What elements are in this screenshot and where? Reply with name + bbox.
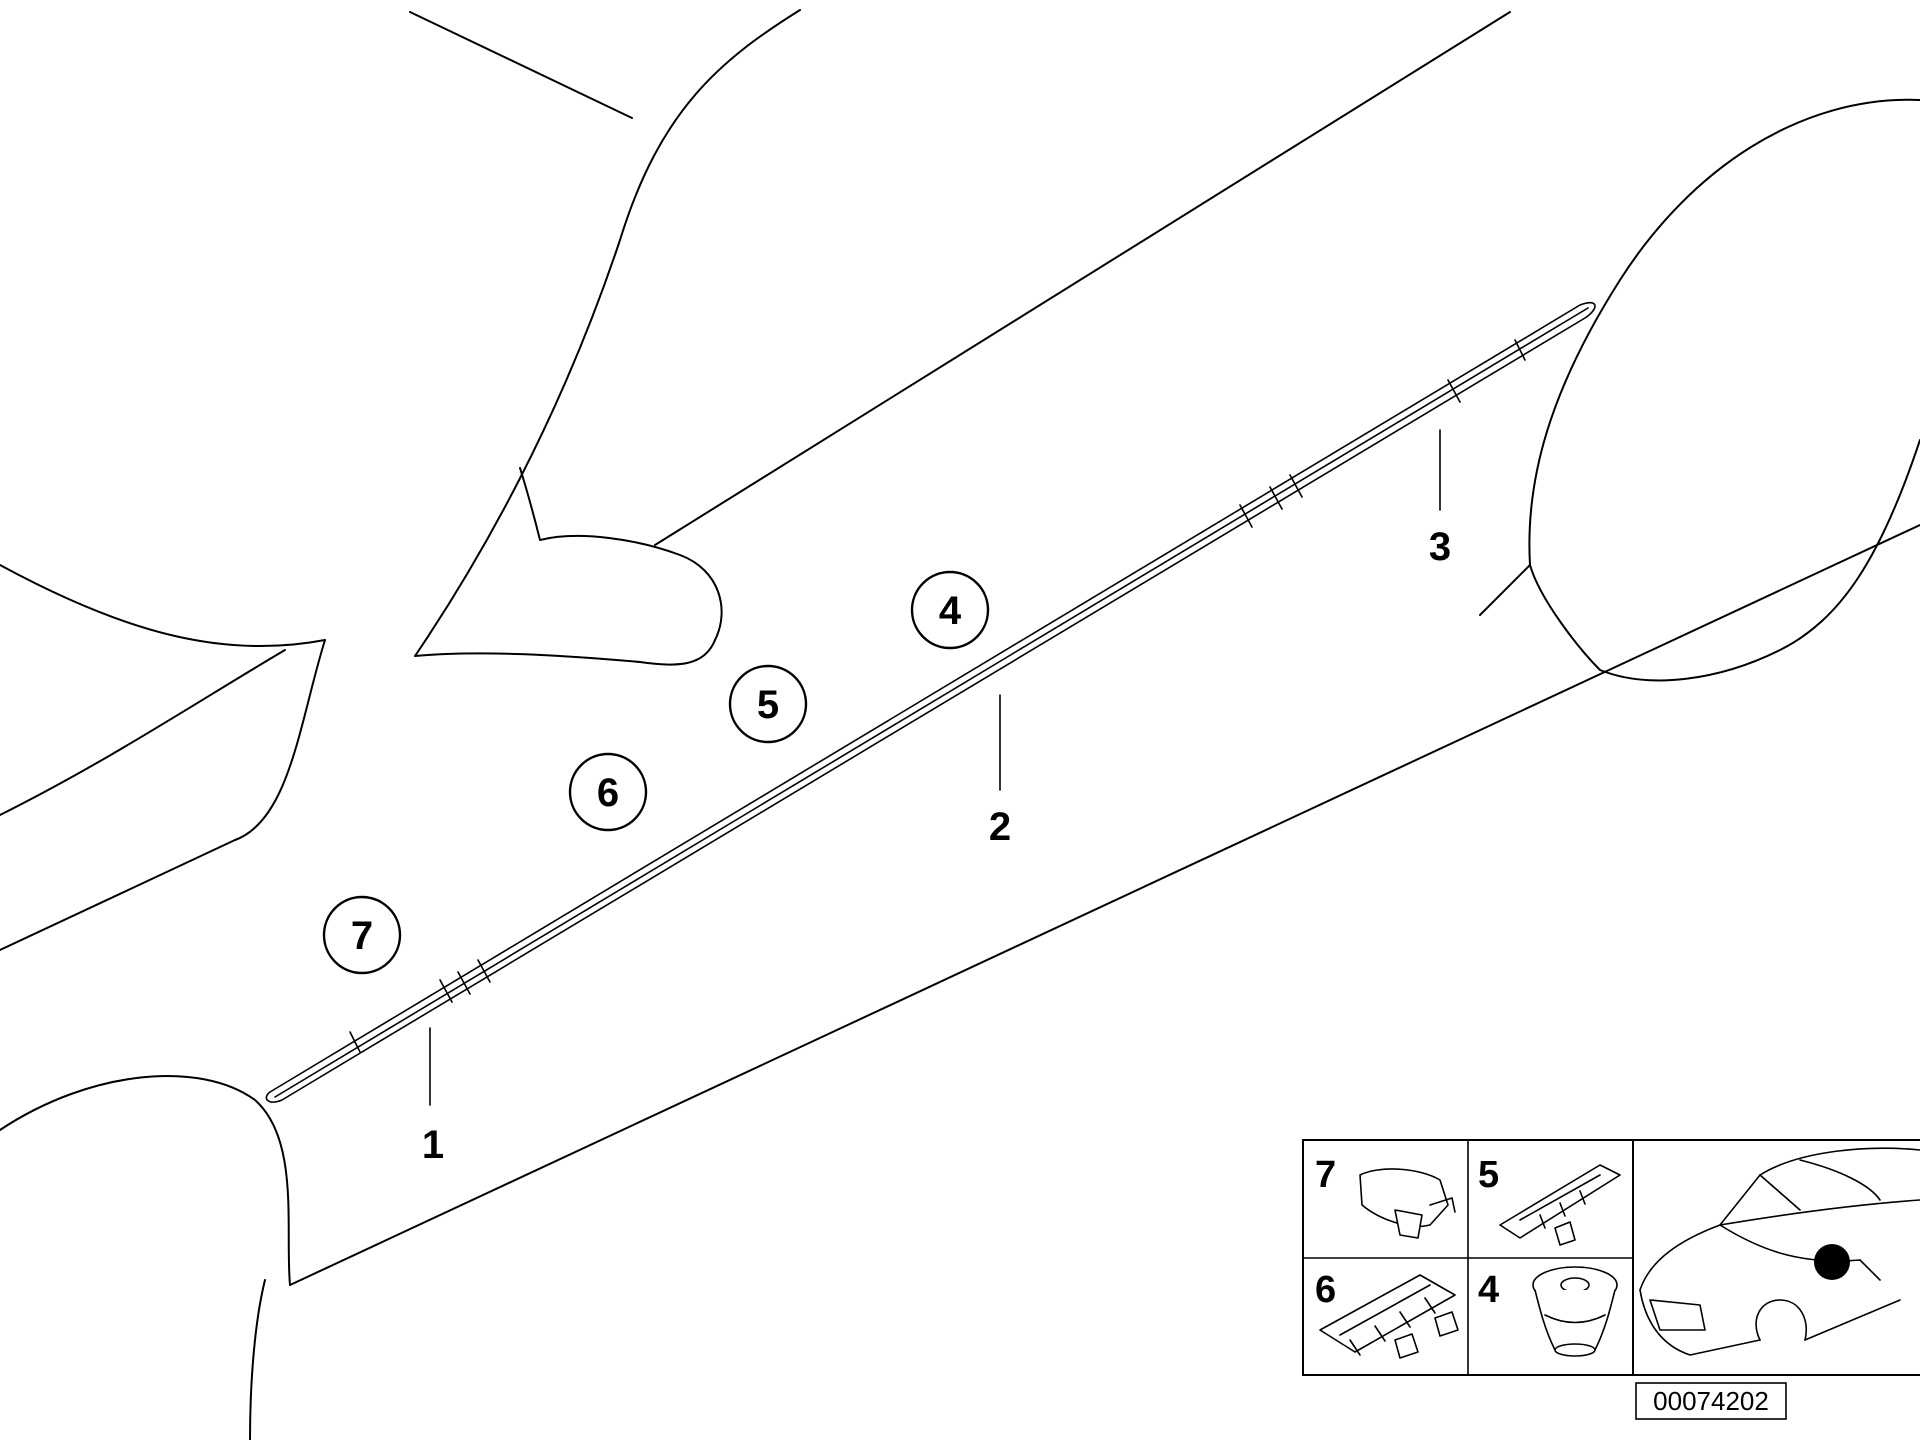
inset-cell-6: 6 [1315, 1269, 1459, 1359]
inset-cell-7: 7 [1315, 1154, 1456, 1239]
circled-callout-7: 7 [322, 895, 402, 975]
inset-cell-4: 4 [1478, 1266, 1618, 1357]
callout-6-label: 6 [597, 771, 619, 815]
circled-callout-6: 6 [568, 752, 648, 832]
circled-callout-4: 4 [910, 570, 990, 650]
car-location-thumbnail [1632, 1139, 1920, 1376]
leader-lines [429, 429, 1441, 1106]
clip-5-icon [1499, 1164, 1621, 1246]
callout-3: 3 [1429, 525, 1451, 569]
inset-cell-5: 5 [1478, 1154, 1621, 1246]
callout-2: 2 [989, 805, 1011, 849]
car-body-outline [0, 9, 1920, 1441]
grommet-4-icon [1532, 1266, 1618, 1357]
inset-cell-7-label: 7 [1315, 1154, 1336, 1196]
diagram-code: 00074202 [1653, 1386, 1769, 1416]
diagram-code-box: 00074202 [1635, 1382, 1787, 1420]
clip-6-icon [1319, 1274, 1459, 1359]
parts-inset-table: 7 5 6 [1302, 1139, 1920, 1420]
side-moulding-strip [265, 301, 1596, 1103]
inset-cell-6-label: 6 [1315, 1269, 1336, 1311]
callout-1: 1 [422, 1123, 444, 1167]
callout-7-label: 7 [351, 914, 373, 958]
callout-5-label: 5 [757, 683, 779, 727]
location-marker-icon [1814, 1244, 1850, 1280]
clip-7-icon [1359, 1168, 1456, 1239]
inset-cell-4-label: 4 [1478, 1269, 1499, 1311]
callout-4-label: 4 [939, 589, 962, 633]
circled-callout-5: 5 [728, 664, 808, 744]
inset-cell-5-label: 5 [1478, 1154, 1499, 1196]
